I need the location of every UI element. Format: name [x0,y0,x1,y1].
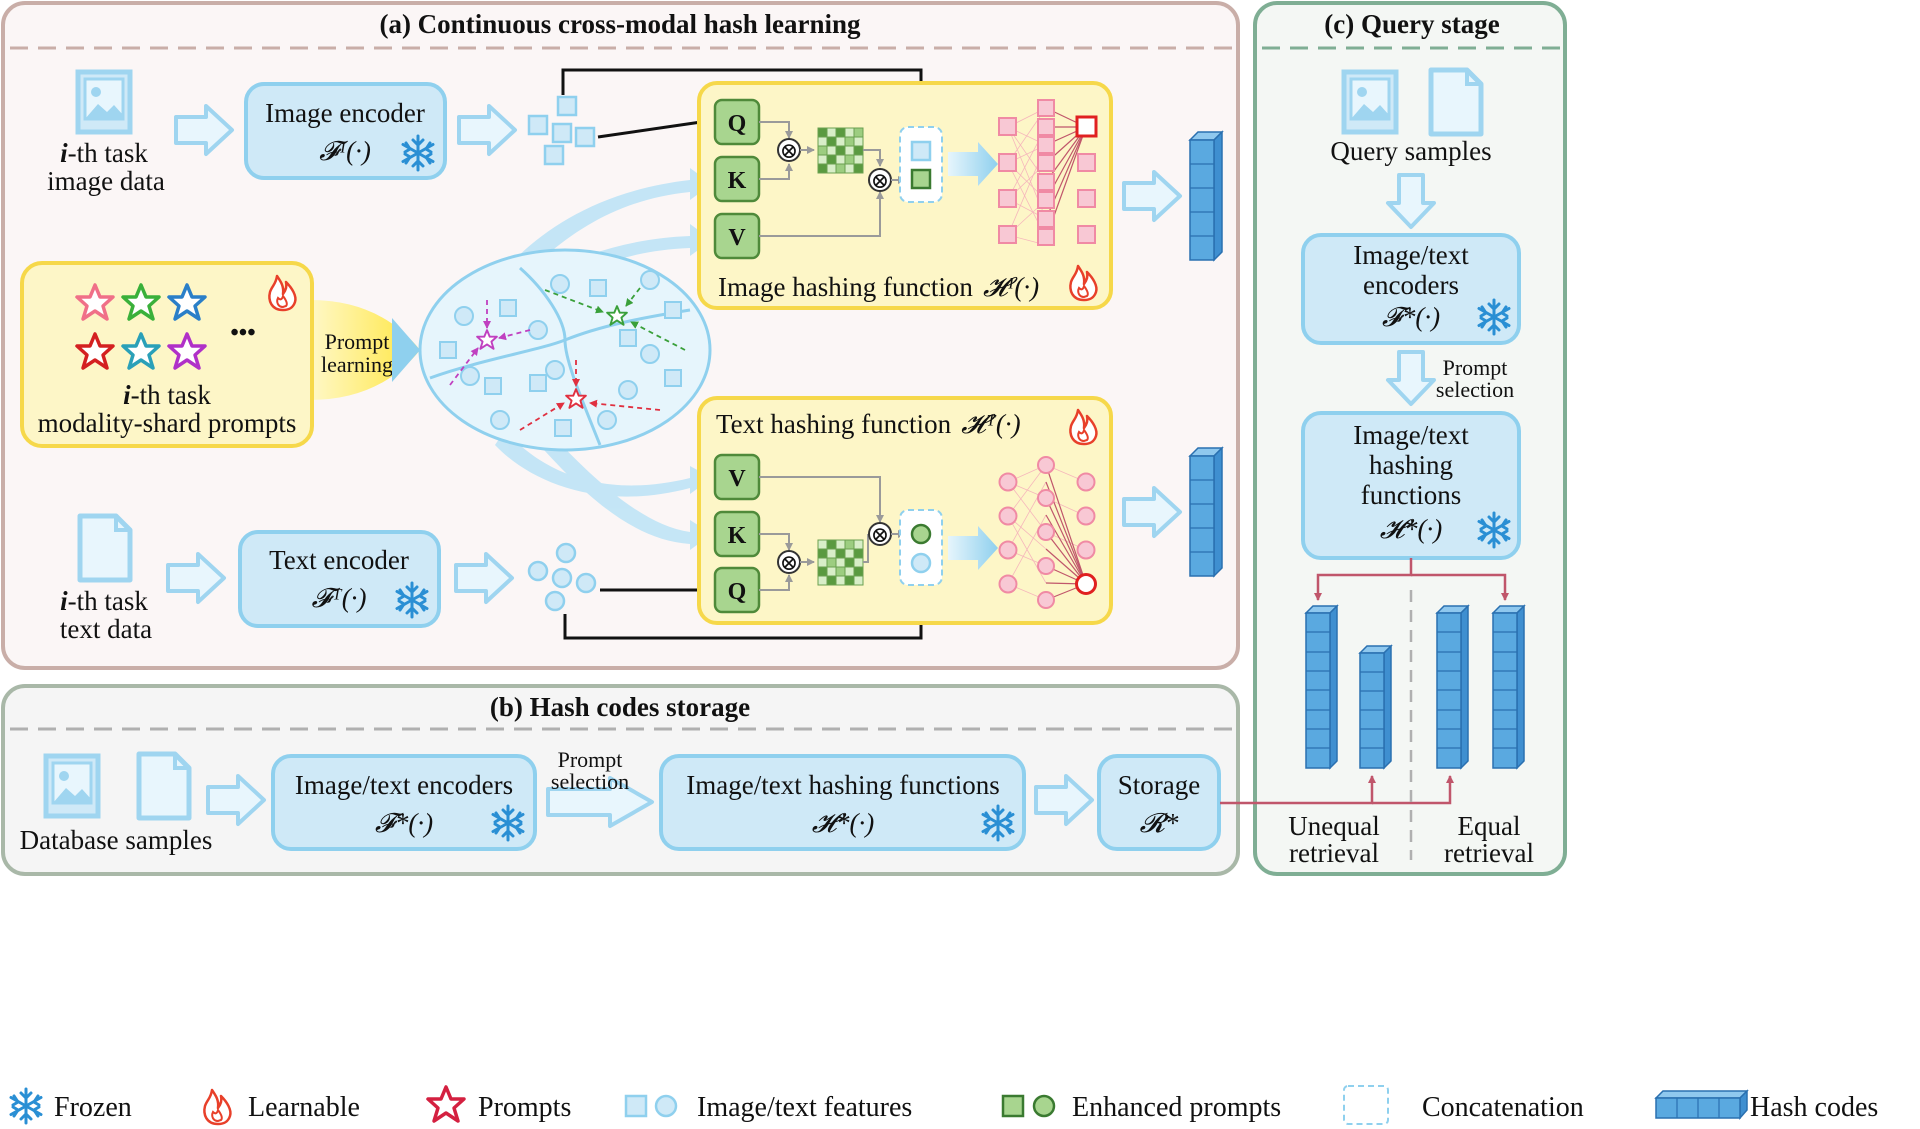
text-features [527,542,597,612]
storage-formula: 𝓡* [1140,808,1179,838]
prompts-label-2: modality-shard prompts [38,408,297,438]
c-hashing-label-2: hashing [1369,450,1453,480]
text-data-icon [80,516,130,580]
b-hashing-box [659,754,1026,851]
c-prompt-selection-label-2: selection [1436,377,1514,402]
concat-box [899,509,943,586]
panel-c-title: (c) Query stage [1324,9,1499,39]
svg-text:Q: Q [728,111,747,137]
c-encoders-formula: 𝓕*(·) [1382,302,1440,332]
unequal-retrieval-label: Unequal [1288,811,1379,841]
prompt-learning-label: Prompt [325,329,390,354]
c-prompt-selection-label: Prompt [1443,355,1508,380]
legend-learnable: Learnable [248,1092,360,1123]
b-prompt-selection-label-2: selection [551,769,629,794]
storage-label: Storage [1118,770,1200,800]
database-samples-label: Database samples [20,825,213,855]
svg-text:V: V [728,225,746,251]
snowflake-icon [9,1087,43,1125]
image-encoder-box [244,82,447,180]
flame-icon [203,1088,232,1126]
image-data-label: i-th task [60,138,148,168]
text-data-label-2: text data [60,614,152,644]
image-hash-codes [1188,130,1224,262]
q-token: Q [713,566,761,614]
database-hash-codes-short [1358,644,1393,770]
image-features [527,95,596,166]
query-hash-codes-long [1304,604,1339,770]
text-mlp [998,456,1097,609]
multiply-icon: ⊗ [780,550,798,575]
legend-frozen: Frozen [54,1092,132,1123]
c-encoders-label: Image/text [1353,240,1469,270]
prompts-label: i-th task [123,380,211,410]
database-image-icon [46,756,98,816]
k-token: K [713,155,761,203]
k-token: K [713,510,761,558]
panel-b-title: (b) Hash codes storage [490,692,750,722]
text-encoder-box [238,530,441,628]
database-hash-codes-equal [1435,604,1470,770]
image-mlp [998,99,1098,246]
c-encoders-label-2: encoders [1363,270,1459,300]
prompt-space-ellipse [418,248,712,452]
query-text-icon [1431,70,1481,134]
equal-retrieval-label-2: retrieval [1444,838,1534,868]
b-encoders-formula: 𝓕*(·) [375,808,433,838]
arrow-prompt-selection [546,776,654,828]
query-samples-label: Query samples [1330,136,1491,166]
svg-text:K: K [728,523,747,549]
svg-text:Q: Q [728,579,747,605]
b-encoders-label: Image/text encoders [295,770,513,800]
b-prompt-selection-label: Prompt [558,747,623,772]
image-encoder-formula: 𝓕ᴵ(·) [319,136,371,166]
panel-a-title: (a) Continuous cross-modal hash learning [379,9,861,39]
c-hashing-formula: 𝓗*(·) [1380,514,1443,544]
v-token: V [713,453,761,501]
text-data-label: i-th task [60,586,148,616]
query-hash-codes-equal [1491,604,1526,770]
prompts-ellipsis: ••• [230,320,255,346]
image-data-label-2: image data [47,166,165,196]
database-text-icon [139,754,189,818]
equal-retrieval-label: Equal [1458,811,1521,841]
legend-features: Image/text features [697,1092,912,1123]
multiply-icon: ⊗ [871,522,889,547]
b-hashing-formula: 𝓗*(·) [812,808,875,838]
text-hash-codes [1188,446,1224,578]
image-data-icon [78,72,130,132]
image-encoder-label: Image encoder [265,98,425,128]
retrieval-connectors [1220,558,1509,805]
prompt-star-icon [426,1085,466,1123]
q-token: Q [713,98,761,146]
c-hashing-label: Image/text [1353,420,1469,450]
v-token: V [713,212,761,260]
attention-matrix [817,127,864,174]
legend-prompts: Prompts [478,1092,571,1123]
c-hashing-label-3: functions [1361,480,1462,510]
legend-enhanced: Enhanced prompts [1072,1092,1281,1123]
legend: Frozen Learnable Prompts Image/text feat… [9,1085,1878,1126]
attention-matrix [817,539,864,586]
text-encoder-formula: 𝓕ᵀ(·) [311,583,366,613]
unequal-retrieval-label-2: retrieval [1289,838,1379,868]
prompt-learning-label-2: learning [321,352,393,377]
text-encoder-label: Text encoder [269,545,409,575]
b-encoders-box [271,754,537,851]
legend-hash-codes: Hash codes [1750,1092,1878,1123]
multiply-icon: ⊗ [780,138,798,163]
svg-text:K: K [728,168,747,194]
c-encoders-box [1301,233,1521,345]
concat-box [899,126,943,203]
text-hashing-box [697,396,1113,625]
multiply-icon: ⊗ [871,168,889,193]
b-hashing-label: Image/text hashing functions [686,770,999,800]
storage-box [1097,754,1221,851]
query-image-icon [1344,72,1396,132]
svg-text:V: V [728,466,746,492]
legend-concatenation: Concatenation [1422,1092,1584,1123]
